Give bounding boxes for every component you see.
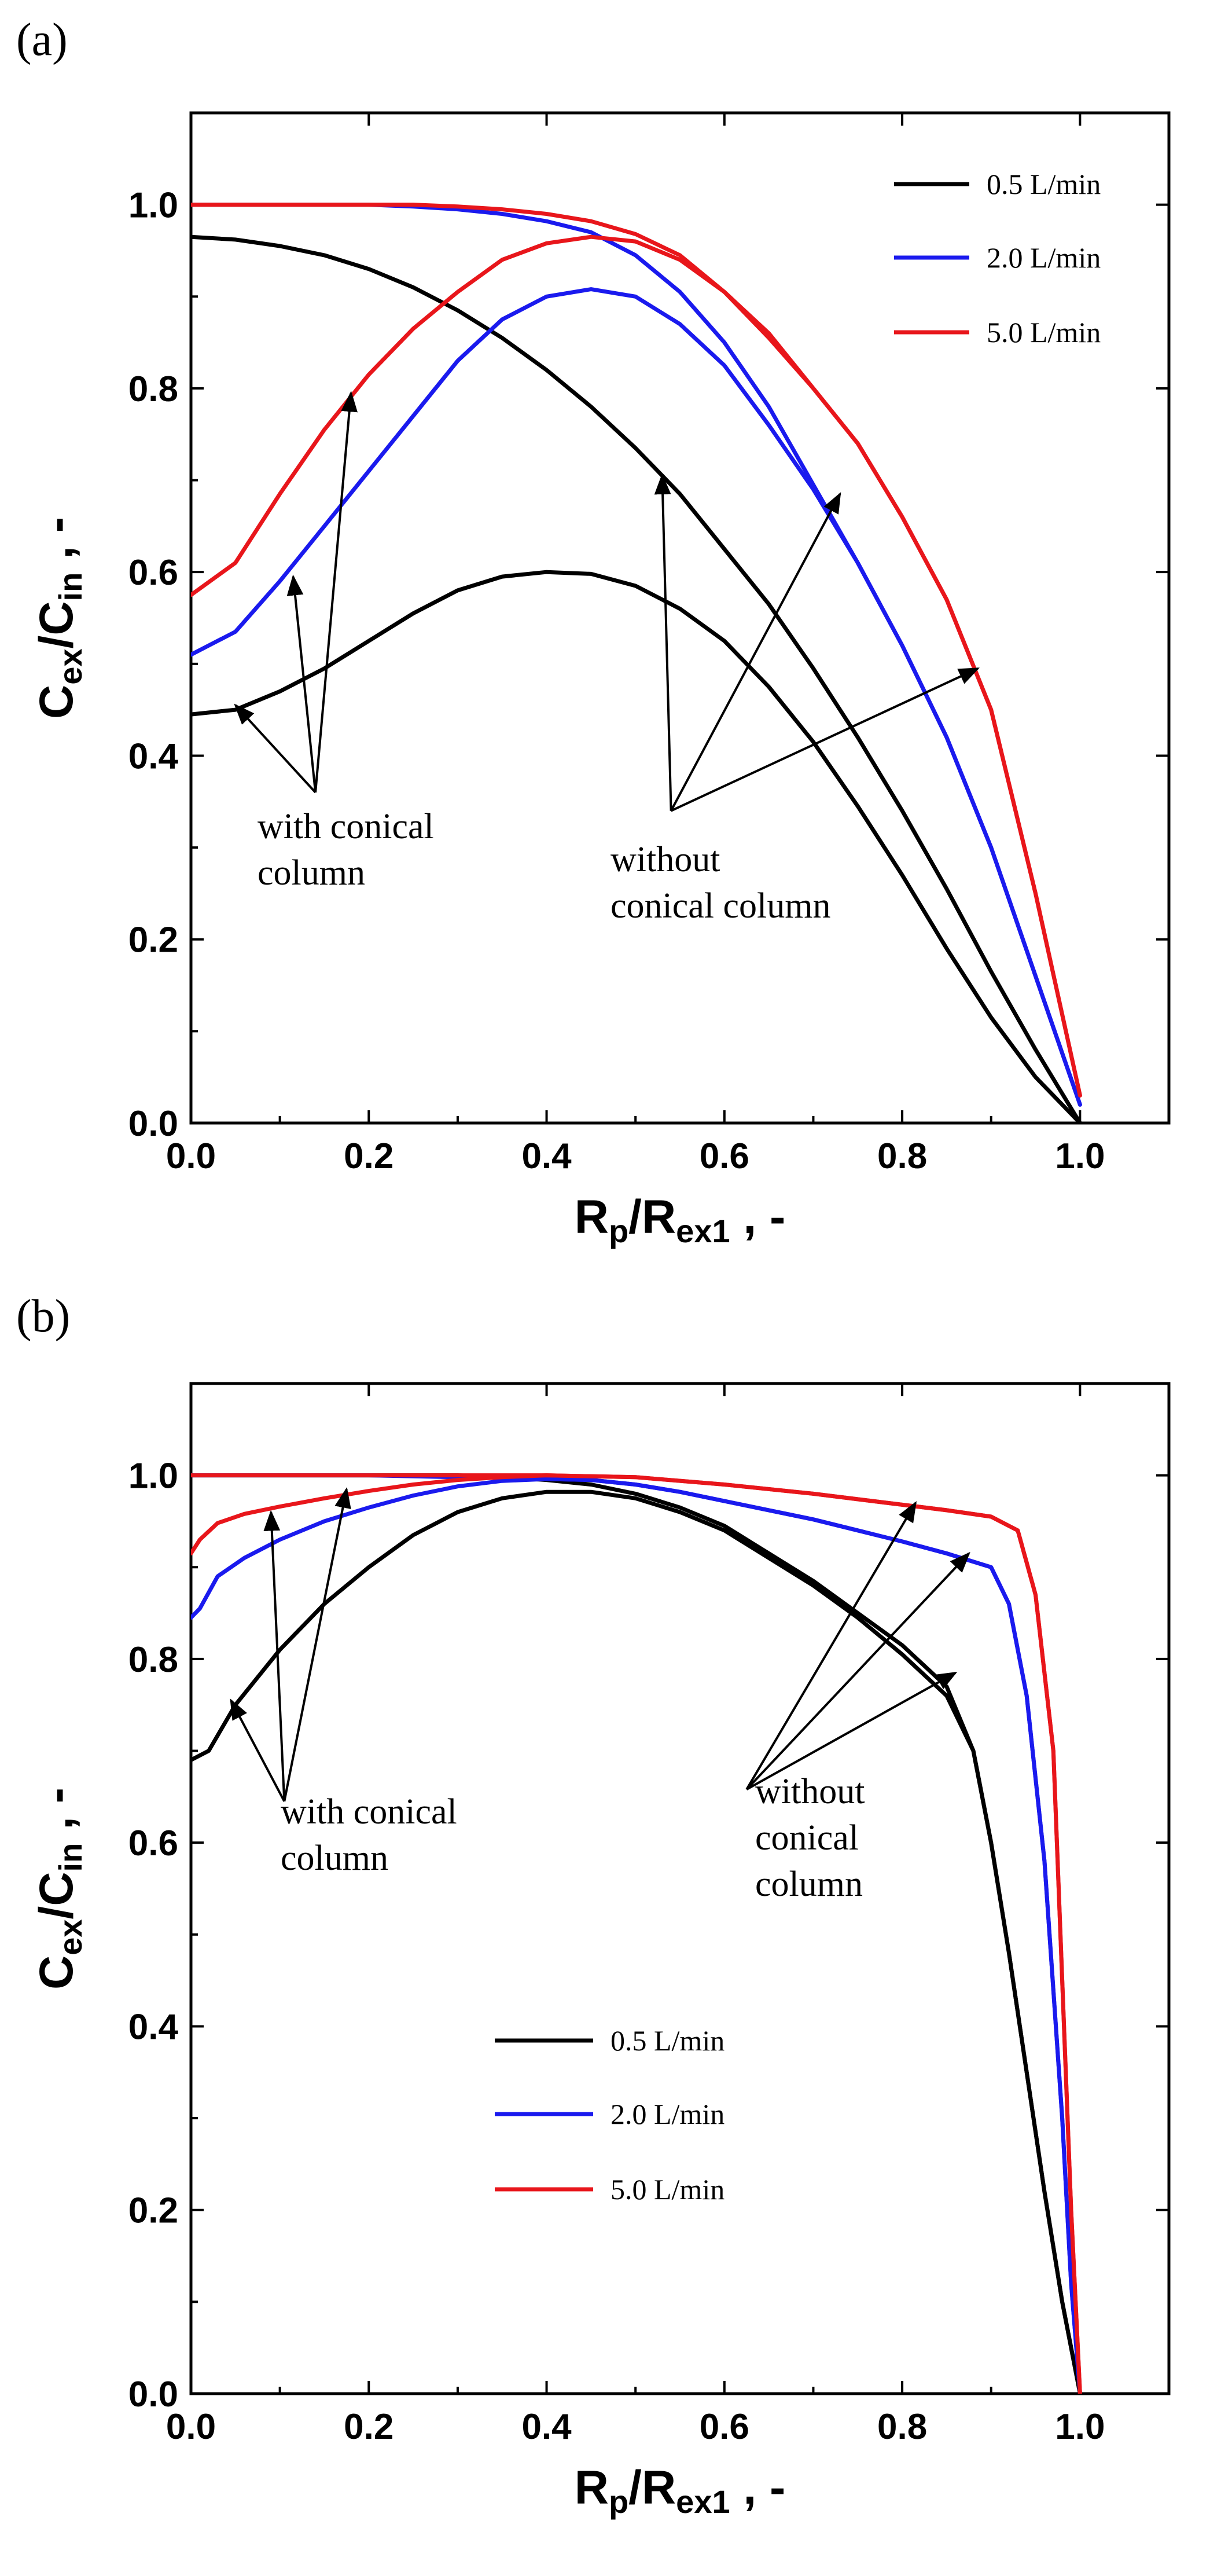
y-tick-label: 0.4	[128, 736, 179, 776]
y-tick-label: 0.4	[128, 2007, 179, 2047]
x-axis-title: Rp/Rex1 , -	[575, 2461, 786, 2520]
annotation-arrow	[286, 574, 317, 793]
annotation-arrow	[230, 1698, 286, 1802]
annotation-arrow	[670, 667, 980, 812]
y-axis-title: Cex/Cin , -	[30, 517, 89, 719]
y-tick-label: 0.6	[128, 553, 178, 593]
series-line-0-5-L-min-with-column	[191, 1489, 1082, 2394]
annotation-arrow	[314, 391, 358, 793]
annotation-arrow	[263, 1510, 286, 1801]
series-line-5-0-L-min-with-column	[191, 1473, 1082, 2394]
annotation-arrow	[234, 703, 317, 794]
y-tick-label: 0.0	[128, 1104, 178, 1144]
x-tick-label: 0.0	[166, 1136, 216, 1176]
y-tick-label: 1.0	[128, 1456, 178, 1496]
legend-label: 5.0 L/min	[987, 316, 1101, 348]
series-line-5-0-L-min-without-column	[191, 1473, 1082, 2394]
x-tick-label: 0.8	[877, 1136, 927, 1176]
x-tick-label: 1.0	[1055, 1136, 1105, 1176]
x-tick-label: 0.4	[521, 1136, 572, 1176]
y-axis-title: Cex/Cin , -	[30, 1788, 89, 1990]
series-line-5-0-L-min-without-column	[191, 203, 1082, 1098]
y-tick-label: 0.8	[128, 1640, 178, 1680]
y-tick-label: 0.0	[128, 2375, 178, 2414]
legend-label: 2.0 L/min	[611, 2098, 725, 2130]
legend-label: 5.0 L/min	[611, 2173, 725, 2206]
annotation-arrow	[283, 1487, 351, 1802]
legend-label: 2.0 L/min	[987, 241, 1101, 274]
panel-label: (a)	[16, 14, 68, 65]
legend-label: 0.5 L/min	[987, 168, 1101, 200]
y-tick-label: 0.6	[128, 1823, 178, 1863]
annotation-arrow	[670, 492, 841, 812]
x-tick-label: 0.6	[700, 1136, 749, 1176]
y-tick-label: 0.8	[128, 369, 178, 409]
y-tick-label: 1.0	[128, 186, 178, 226]
panel-label: (b)	[16, 1291, 70, 1342]
series-line-0-5-L-min-without-column	[191, 234, 1082, 1123]
panel-b: (b) 0.0 0.2 0.4 0.6 0.8 1.0 0.0 0.2 0.4 0.6 0.8 1.0…	[16, 1291, 1171, 2520]
annotation-arrow	[654, 474, 672, 811]
annotation-arrow	[746, 1671, 958, 1790]
legend-label: 0.5 L/min	[611, 2024, 725, 2057]
x-tick-label: 1.0	[1055, 2407, 1105, 2447]
x-tick-label: 0.6	[700, 2407, 749, 2447]
x-tick-label: 0.4	[521, 2407, 572, 2447]
annotation-arrow	[745, 1501, 917, 1790]
x-tick-label: 0.0	[166, 2407, 216, 2447]
plot-frame	[189, 1382, 1171, 2395]
series-line-2-0-L-min-with-column	[191, 1477, 1082, 2394]
panel-a: (a) 0.0 0.2 0.4 0.6 0.8 1.0 0.0 0.2 0.4 0.6 0.8 1.0…	[16, 14, 1171, 1249]
annotation-arrow	[745, 1551, 970, 1790]
series-line-0-5-L-min-with-column	[191, 570, 1082, 1123]
x-tick-label: 0.8	[877, 2407, 927, 2447]
y-tick-label: 0.2	[128, 920, 178, 960]
series-line-0-5-L-min-without-column	[191, 1473, 1082, 2394]
series-line-2-0-L-min-without-column	[191, 203, 1082, 1107]
x-tick-label: 0.2	[344, 2407, 393, 2447]
series-line-2-0-L-min-without-column	[191, 1473, 1082, 2394]
y-tick-label: 0.2	[128, 2191, 178, 2231]
x-tick-label: 0.2	[344, 1136, 393, 1176]
x-axis-title: Rp/Rex1 , -	[575, 1191, 786, 1249]
plot-frame	[189, 111, 1171, 1125]
